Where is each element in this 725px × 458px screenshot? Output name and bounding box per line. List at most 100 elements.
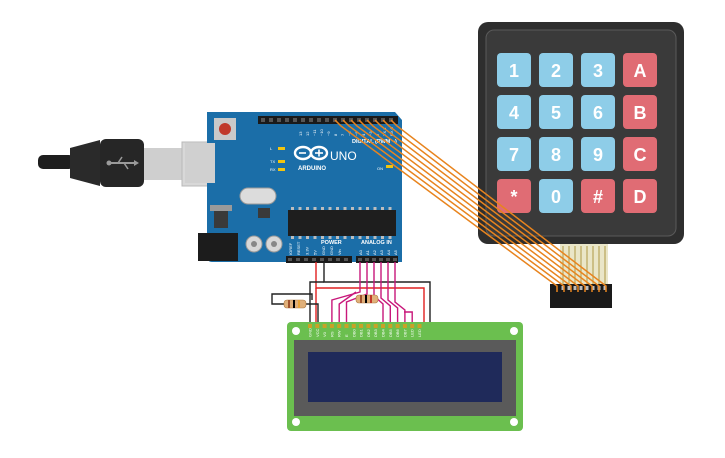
keypad-key[interactable]: 4: [497, 95, 531, 129]
power-pin-label: GND: [329, 246, 334, 255]
arduino-brand: ARDUINO: [298, 166, 326, 172]
lcd-signal-wire: [338, 291, 357, 326]
keypad-key-label: 2: [551, 61, 561, 81]
keypad-key[interactable]: B: [623, 95, 657, 129]
header-hole: [309, 118, 313, 122]
keypad-key[interactable]: #: [581, 179, 615, 213]
keypad-key[interactable]: 9: [581, 137, 615, 171]
lcd-pin-label: DB7: [402, 328, 407, 337]
lcd-signal-wire: [394, 262, 406, 326]
digital-pin-label: ~11: [312, 129, 317, 136]
keypad-wire: [342, 119, 565, 292]
arduino-model: UNO: [330, 149, 357, 163]
keypad-key[interactable]: 8: [539, 137, 573, 171]
keypad-key-label: 0: [551, 187, 561, 207]
lcd-signal-wire: [387, 262, 399, 326]
arduino-infinity-logo: [293, 145, 329, 161]
header-hole: [317, 118, 321, 122]
digital-pin-label: 4: [361, 133, 366, 136]
usb-icon: [106, 156, 139, 170]
lcd-pin-label: DB3: [373, 328, 378, 337]
mount-hole: [510, 327, 518, 335]
led-tx-icon: [278, 160, 285, 163]
lcd-pin-label: VCC: [315, 328, 320, 337]
power-label: POWER: [321, 240, 342, 246]
header-hole: [285, 118, 289, 122]
power-pin-label: IOREF: [288, 242, 293, 255]
keypad-key-label: 1: [509, 61, 519, 81]
reset-button-cap: [219, 123, 231, 135]
keypad-key-label: 5: [551, 103, 561, 123]
keypad-key-label: 4: [509, 103, 519, 123]
digital-pin-label: 7: [340, 133, 345, 136]
digital-pin-label: ~10: [319, 128, 324, 136]
lcd-pin-label: DB1: [359, 328, 364, 337]
keypad-key[interactable]: A: [623, 53, 657, 87]
digital-pin-label: TX 1: [382, 127, 387, 136]
keypad-key[interactable]: 6: [581, 95, 615, 129]
digital-pin-label: ~5: [354, 131, 359, 136]
keypad-key-label: D: [634, 187, 647, 207]
analog-pin-label: A1: [365, 249, 370, 255]
keypad-wires: [334, 119, 607, 292]
digital-pin-label: 12: [305, 131, 310, 136]
lcd-pin: [402, 324, 407, 328]
lcd-signal-wire: [404, 311, 413, 326]
power-jack: [198, 233, 238, 261]
keypad-key[interactable]: 2: [539, 53, 573, 87]
ground-wire: [309, 281, 324, 326]
atmega-chip: [288, 210, 396, 236]
keypad-wire: [382, 119, 600, 292]
lcd-pin-label: RS: [329, 331, 334, 337]
keypad-key-label: #: [593, 187, 603, 207]
led-rx-label: RX: [270, 167, 276, 172]
keypad-key[interactable]: 0: [539, 179, 573, 213]
power-header: [286, 256, 352, 263]
analog-pin-label: A3: [379, 249, 384, 255]
keypad-key[interactable]: 5: [539, 95, 573, 129]
lcd-pin: [359, 324, 364, 328]
lcd-pin: [344, 324, 349, 328]
keypad-key[interactable]: D: [623, 179, 657, 213]
keypad-key-label: C: [634, 145, 647, 165]
lcd-pin: [395, 324, 400, 328]
keypad-key[interactable]: 3: [581, 53, 615, 87]
ground-wire: [323, 262, 431, 326]
keypad-key-label: 3: [593, 61, 603, 81]
lcd-pin-label: RW: [337, 330, 342, 337]
keypad-wire: [334, 119, 558, 292]
keypad-wire: [390, 119, 607, 292]
digital-pin-label: 13: [298, 131, 303, 136]
keypad-key-label: 9: [593, 145, 603, 165]
lcd-pin: [329, 324, 334, 328]
lcd-wires: [271, 262, 431, 326]
power-pin-label: Vin: [337, 249, 342, 255]
lcd-pin: [322, 324, 327, 328]
keypad-key[interactable]: 7: [497, 137, 531, 171]
mount-hole: [292, 327, 300, 335]
header-hole: [261, 118, 265, 122]
keypad-key[interactable]: 1: [497, 53, 531, 87]
power-wire: [315, 262, 425, 326]
led-l-label: L: [270, 146, 273, 151]
lcd-pin: [366, 324, 371, 328]
analog-pin-label: A5: [393, 249, 398, 255]
lcd-pin-label: LED: [410, 329, 415, 337]
lcd-signal-wire: [331, 262, 361, 326]
keypad-key-label: *: [510, 187, 517, 207]
keypad-key-label: B: [634, 103, 647, 123]
digital-pin-label: ~9: [326, 131, 331, 136]
keypad-key[interactable]: *: [497, 179, 531, 213]
digital-pin-label: 8: [333, 133, 338, 136]
led-on-icon: [386, 165, 393, 168]
keypad-wire: [358, 119, 579, 292]
keypad-key[interactable]: C: [623, 137, 657, 171]
lcd-pin: [337, 324, 342, 328]
lcd-pin-label: DB0: [351, 328, 356, 337]
keypad-ribbon: [560, 244, 608, 284]
lcd-pin-label: GND: [308, 328, 313, 337]
analog-pin-label: A0: [358, 249, 363, 255]
